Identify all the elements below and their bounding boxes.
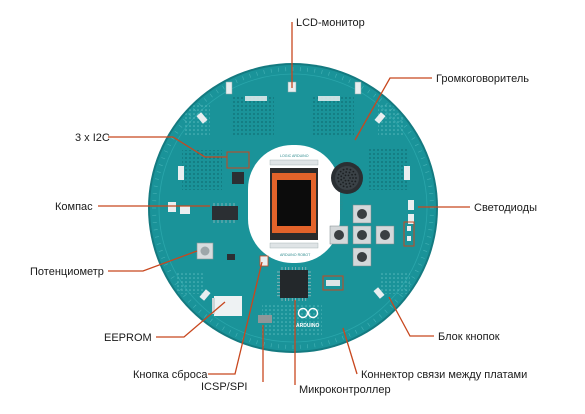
callout-labels: LCD-монитор Громкоговоритель 3 x I2C Ком…	[30, 17, 537, 396]
label-leds: Светодиоды	[474, 202, 537, 214]
label-board-connector: Коннектор связи между платами	[361, 369, 527, 381]
button-keypad	[329, 204, 395, 267]
label-microcontroller: Микроконтроллер	[299, 384, 391, 396]
label-potentiometer: Потенциометр	[30, 266, 104, 278]
logo-text: ARDUINO	[296, 323, 319, 329]
label-compass: Компас	[55, 201, 93, 213]
label-speaker: Громкоговоритель	[436, 73, 529, 85]
label-i2c: 3 x I2C	[75, 132, 110, 144]
side-silkscreen-text: ROBOT CONTROL	[339, 180, 343, 211]
label-reset-button: Кнопка сброса	[133, 369, 208, 381]
speaker	[331, 162, 363, 194]
arduino-logo: ARDUINO	[296, 307, 319, 329]
lcd-display	[270, 168, 318, 240]
circuit-board: LOGIC ARDUINO ARDUINO ROBOT ROBOT CONTRO…	[148, 63, 438, 353]
label-lcd-monitor: LCD-монитор	[296, 17, 365, 29]
top-silkscreen-text: LOGIC ARDUINO	[280, 154, 309, 158]
prototype-hole-grids	[175, 95, 410, 335]
microcontroller-chip	[277, 267, 311, 301]
leader-lines	[98, 22, 470, 385]
label-button-block: Блок кнопок	[438, 331, 500, 343]
bottom-silkscreen-text: ARDUINO ROBOT	[280, 253, 311, 257]
label-icsp-spi: ICSP/SPI	[201, 381, 247, 393]
label-eeprom: EEPROM	[104, 332, 152, 344]
